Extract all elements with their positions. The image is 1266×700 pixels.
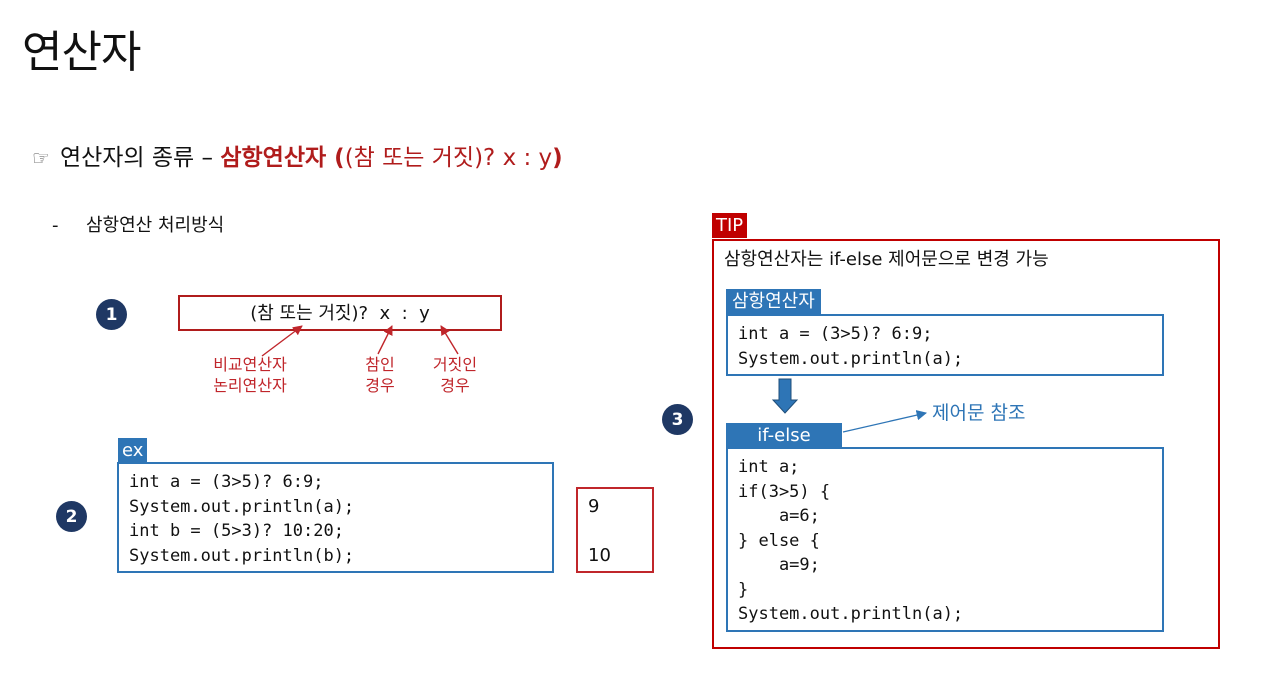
false-case-line1: 거짓인: [432, 355, 478, 374]
bullet-text: 삼항연산 처리방식: [86, 215, 225, 236]
bullet-dash: -: [52, 215, 59, 236]
heading-paren-open: (: [326, 145, 345, 171]
heading-bold: 삼항연산자: [220, 145, 327, 171]
heading-expression: (참 또는 거짓)? x : y: [344, 145, 553, 171]
control-statement-reference: 제어문 참조: [932, 402, 1026, 424]
tip-tag: TIP: [712, 213, 748, 238]
output-line-1: 9: [588, 496, 600, 517]
example-tag: ex: [118, 438, 148, 463]
false-case-arrow: [440, 325, 459, 355]
heading-paren-close: ): [552, 145, 563, 171]
true-case-arrow: [377, 325, 393, 355]
example-code-box: int a = (3>5)? 6:9; System.out.println(a…: [117, 462, 554, 573]
down-arrow-icon: [771, 378, 799, 414]
page-title: 연산자: [22, 27, 141, 78]
heading-highlight: 삼항연산자 ((참 또는 거짓)? x : y): [220, 145, 562, 171]
step-1-badge: 1: [96, 299, 127, 330]
tip-box: [712, 239, 1220, 649]
false-case-label: 거짓인 경우: [420, 354, 490, 396]
output-box: 9 10: [576, 487, 654, 573]
condition-label-line2: 논리연산자: [213, 376, 287, 395]
tip-description: 삼항연산자는 if-else 제어문으로 변경 가능: [724, 249, 1049, 270]
ternary-tag: 삼항연산자: [726, 289, 821, 314]
true-case-line1: 참인: [365, 355, 395, 374]
step-3-badge: 3: [662, 404, 693, 435]
reference-arrow: [842, 410, 928, 433]
false-case-line2: 경우: [440, 376, 470, 395]
if-else-tag: if-else: [726, 423, 842, 448]
if-else-code-box: int a; if(3>5) { a=6; } else { a=9; } Sy…: [726, 447, 1164, 632]
condition-arrow: [261, 325, 303, 357]
true-case-label: 참인 경우: [350, 354, 410, 396]
ternary-syntax-box: (참 또는 거짓)? x : y: [178, 295, 502, 331]
pointing-hand-icon: ☞: [32, 146, 50, 170]
bullet-item: - 삼항연산 처리방식: [52, 211, 224, 237]
heading-prefix: 연산자의 종류 –: [59, 145, 221, 171]
ternary-code-box: int a = (3>5)? 6:9; System.out.println(a…: [726, 314, 1164, 376]
condition-label-line1: 비교연산자: [213, 355, 287, 374]
true-case-line2: 경우: [365, 376, 395, 395]
output-line-2: 10: [588, 545, 611, 566]
condition-label: 비교연산자 논리연산자: [200, 354, 300, 396]
section-heading: ☞ 연산자의 종류 – 삼항연산자 ((참 또는 거짓)? x : y): [32, 138, 563, 172]
step-2-badge: 2: [56, 501, 87, 532]
